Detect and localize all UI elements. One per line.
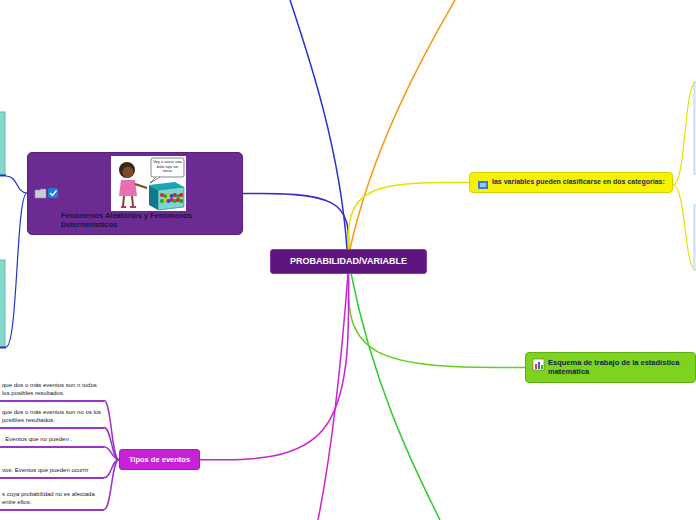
cube-front	[158, 187, 184, 210]
branch-line	[673, 82, 696, 185]
cut-box	[0, 112, 5, 175]
item-text: s cuya probabilidad no es afectada entre…	[2, 491, 102, 507]
chart-bar	[535, 364, 537, 369]
chart-bar	[541, 365, 543, 369]
balls	[160, 193, 183, 203]
branch-connector	[104, 447, 119, 460]
item-text: que dos o más eventos son n todos los po…	[2, 382, 102, 398]
box-underline	[0, 347, 6, 349]
topic-box: las variables pueden clasificarse en dos…	[469, 172, 673, 193]
branch-connector	[349, 274, 526, 367]
check-mark	[50, 191, 57, 196]
chart-icon	[533, 359, 544, 370]
branch-line	[6, 193, 27, 347]
box-underline	[0, 175, 6, 177]
check-icon	[48, 188, 58, 198]
event-item: que dos o más eventos son n todos los po…	[0, 381, 104, 402]
branch-connector	[200, 274, 349, 459]
branch-connector	[349, 182, 470, 249]
cut-box	[694, 82, 696, 174]
girl-hair	[119, 162, 135, 178]
central-topic: PROBABILIDAD/VARIABLE	[270, 249, 427, 274]
girl-legs	[123, 196, 133, 206]
item-text: : Eventos que no pueden .	[2, 436, 102, 444]
ball	[179, 199, 183, 203]
item-text: que dos o más eventos son no os los posi…	[2, 409, 102, 425]
event-item: que dos o más eventos son no os los posi…	[0, 408, 104, 429]
topic-text: PROBABILIDAD/VARIABLE	[275, 256, 422, 267]
topic-text: Fenómenos Aleatorios y Fenómenos Determi…	[61, 211, 236, 230]
event-item: vos: Eventos que pueden ocurrir	[0, 466, 104, 479]
folder-icon	[35, 189, 46, 198]
girl-shoes	[121, 206, 136, 208]
item-text: vos: Eventos que pueden ocurrir	[2, 467, 102, 475]
branch-line	[6, 176, 27, 193]
branch-line	[290, 0, 347, 249]
topic-text: las variables pueden clasificarse en dos…	[492, 178, 666, 187]
topic-text: Tipos de eventos	[123, 455, 196, 464]
branch-line	[351, 273, 440, 520]
cube-side	[149, 185, 158, 210]
topic-text: Esquema de trabajo de la estadística mat…	[548, 358, 692, 377]
branch-connector	[104, 428, 119, 460]
branch-line	[318, 273, 348, 520]
cut-box	[0, 260, 5, 347]
chart-bar	[538, 362, 540, 369]
speech-bubble	[151, 158, 184, 177]
speech-text: Voy a sacar una bola roja sin mirar	[152, 160, 183, 174]
ball	[179, 193, 183, 197]
board-icon	[478, 181, 488, 189]
board-icon-screen	[480, 183, 486, 187]
girl-dress	[119, 180, 137, 196]
cut-box	[694, 205, 696, 270]
branch-line	[350, 0, 455, 249]
branch-connector	[104, 460, 119, 510]
girl-arm	[135, 184, 147, 188]
girl-face	[123, 167, 134, 178]
branch-line	[673, 185, 696, 270]
topic-box: Tipos de eventos	[119, 449, 200, 470]
picture-frame	[111, 156, 186, 211]
branch-connector	[243, 193, 349, 249]
branch-connector	[104, 401, 119, 460]
event-item: : Eventos que no pueden .	[0, 435, 104, 448]
event-item: s cuya probabilidad no es afectada entre…	[0, 490, 104, 511]
bubble-tail	[150, 177, 160, 183]
topic-box: Esquema de trabajo de la estadística mat…	[525, 352, 696, 383]
